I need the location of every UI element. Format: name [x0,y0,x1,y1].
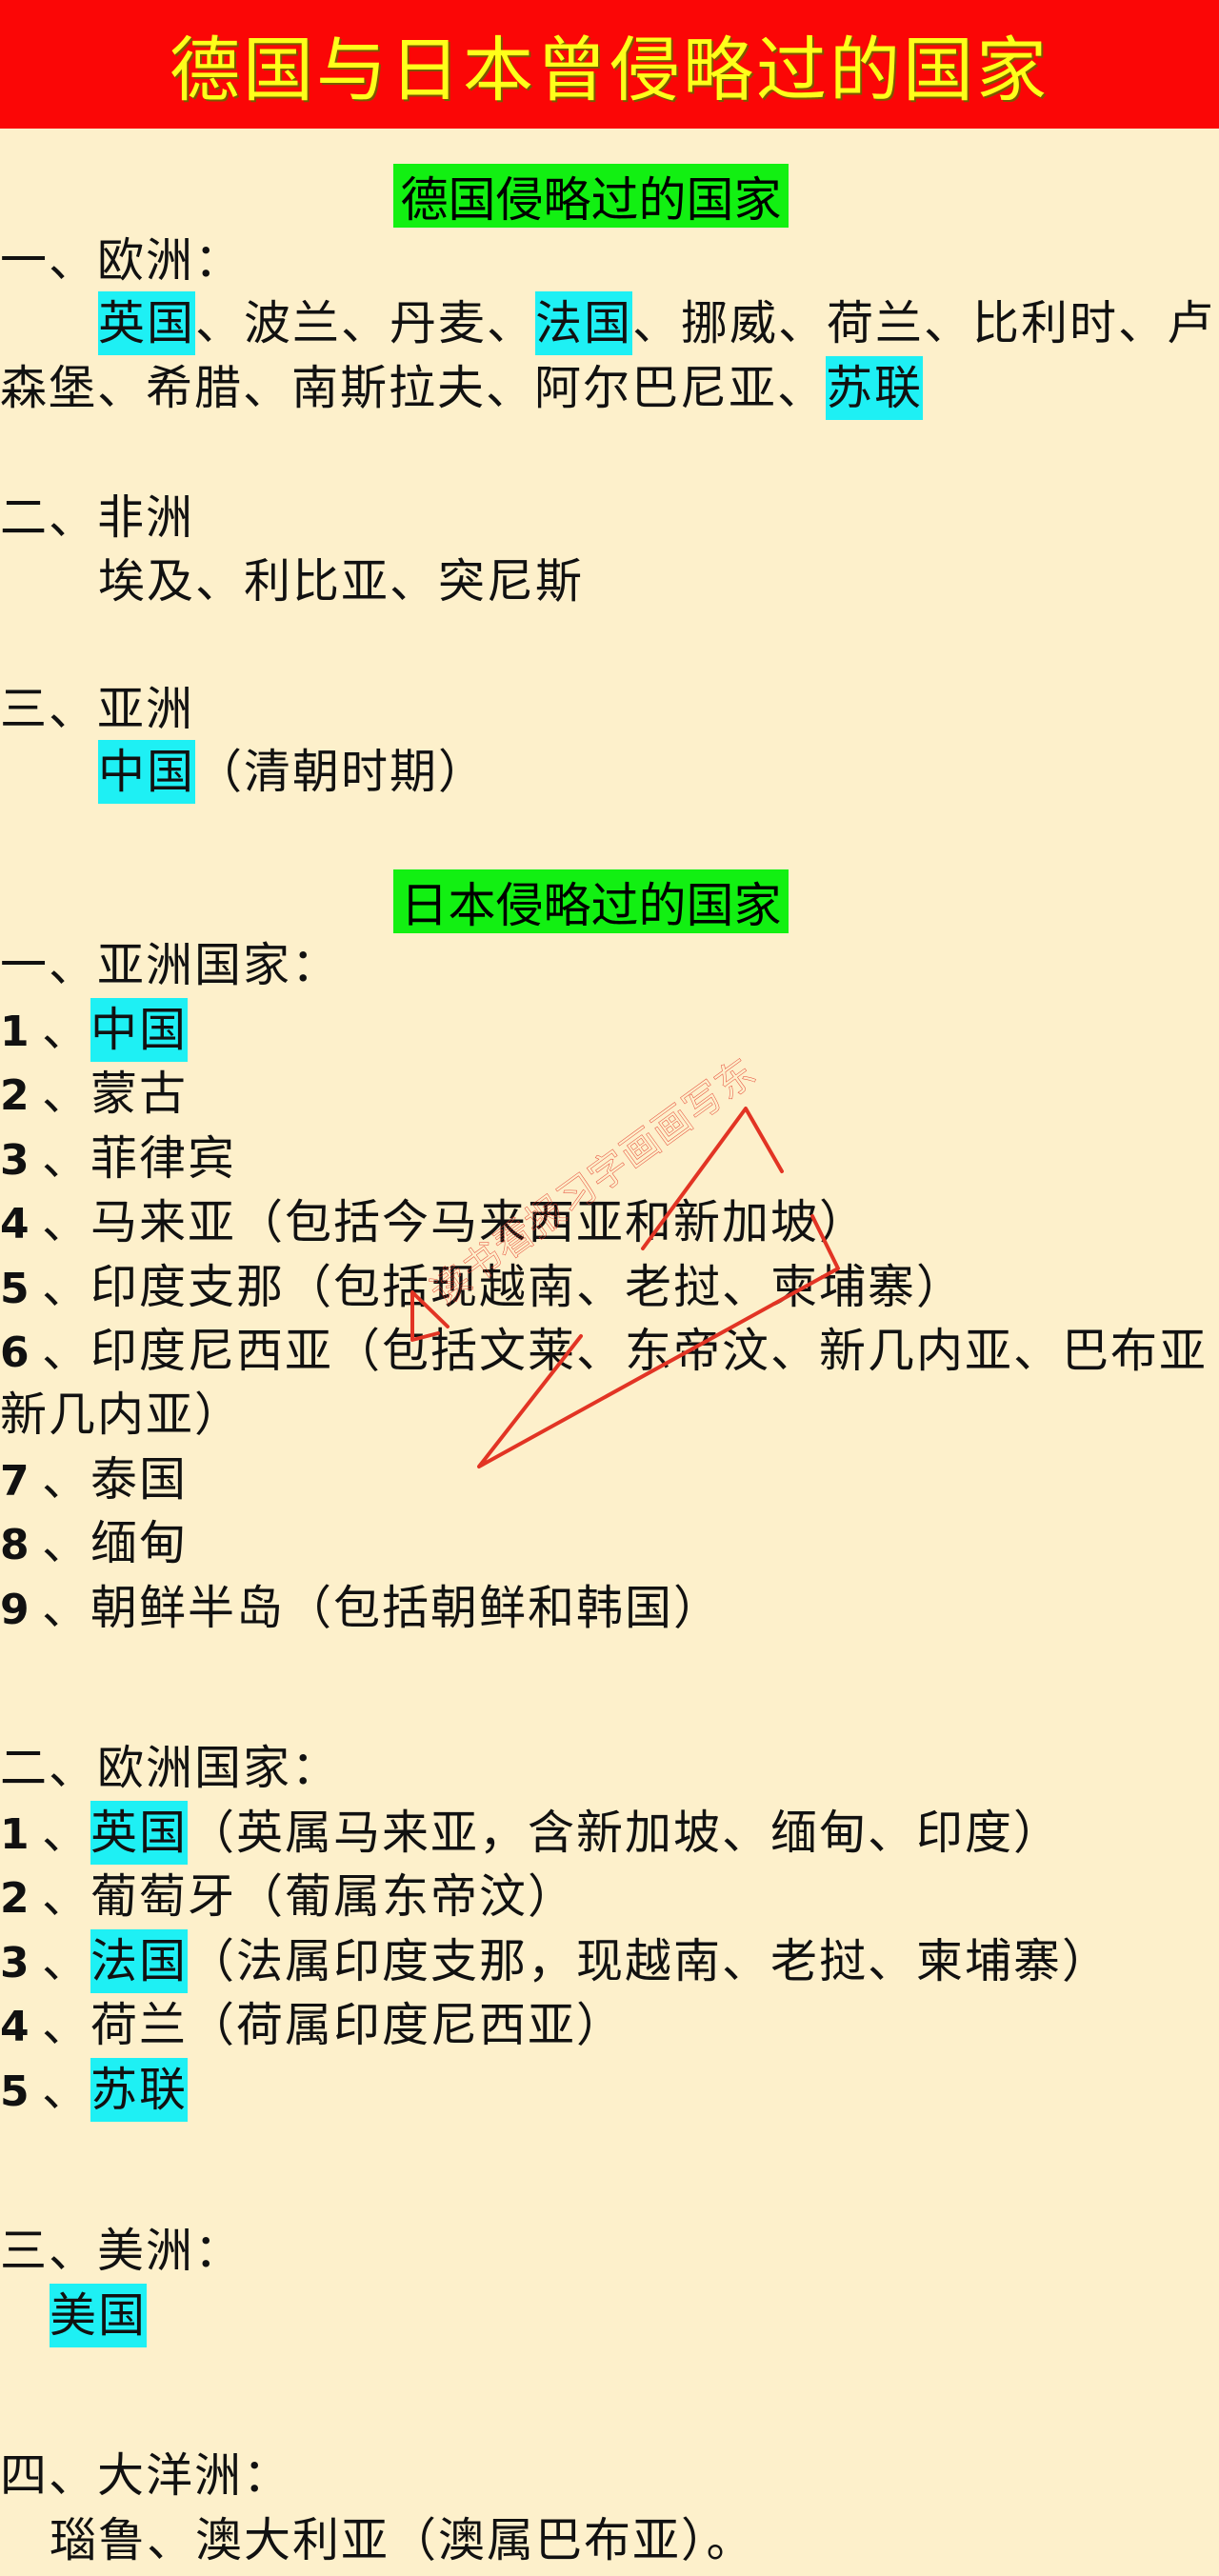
highlighted-country: 法国 [90,1929,189,1993]
japan-asia-item: 3、菲律宾 [0,1127,236,1190]
separator: 、 [42,1003,91,1057]
germany-asia-label: 三、亚洲 [0,682,195,736]
japan-asia-item: 4、马来亚（包括今马来西亚和新加坡） [0,1190,868,1254]
separator: 、 [42,1516,91,1570]
country-list-text: 森堡、希腊、南斯拉夫、阿尔巴尼亚、 [0,361,827,415]
highlighted-country: 中国 [90,998,189,1062]
item-number: 5 [0,2067,30,2116]
separator: 、 [42,1581,91,1635]
item-number: 1 [0,1008,30,1056]
japan-oceania-countries: 瑙鲁、澳大利亚（澳属巴布亚）。 [50,2513,755,2567]
japan-asia-item: 9、朝鲜半岛（包括朝鲜和韩国） [0,1576,722,1640]
separator: 、 [42,1067,91,1121]
item-number: 4 [0,2003,30,2051]
item-number: 5 [0,1265,30,1313]
country-name: 朝鲜半岛 [90,1581,286,1635]
japan-asia-item-continuation: 新几内亚） [0,1388,244,1442]
country-name: 缅甸 [90,1516,189,1570]
country-note: （清朝时期） [195,745,488,799]
separator: 、 [42,1934,91,1988]
japan-europe-item: 1、英国（英属马来亚，含新加坡、缅甸、印度） [0,1801,1062,1865]
separator: 、 [42,1195,91,1249]
japan-section-heading: 日本侵略过的国家 [393,869,789,933]
japan-asia-label: 一、亚洲国家： [0,938,341,992]
country-list-text: 、波兰、丹麦、 [195,296,536,350]
item-number: 3 [0,1136,30,1185]
country-name: 葡萄牙 [90,1869,237,1924]
separator: 、 [42,1131,91,1186]
japan-america-label: 三、美洲： [0,2224,244,2278]
item-number: 1 [0,1810,30,1859]
separator: 、 [42,1324,91,1378]
separator: 、 [42,1998,91,2052]
germany-africa-countries: 埃及、利比亚、突尼斯 [98,554,585,609]
country-note: （英属马来亚，含新加坡、缅甸、印度） [188,1806,1063,1860]
item-number: 2 [0,1874,30,1923]
country-name: 印度尼西亚 [90,1324,334,1378]
country-name: 菲律宾 [90,1131,237,1186]
item-number: 6 [0,1328,30,1377]
highlighted-country: 中国 [98,740,196,804]
japan-asia-item: 1、中国 [0,998,189,1062]
japan-oceania-label: 四、大洋洲： [0,2448,292,2503]
country-note: （包括文莱、东帝汶、新几内亚、巴布亚 [333,1324,1209,1378]
japan-europe-item: 2、葡萄牙（葡属东帝汶） [0,1865,576,1928]
highlighted-country: 英国 [98,291,196,355]
japan-asia-item: 2、蒙古 [0,1062,188,1126]
country-note: （法属印度支那，现越南、老挝、柬埔寨） [188,1934,1111,1988]
germany-europe-countries-line1: 英国、波兰、丹麦、法国、挪威、荷兰、比利时、卢 [98,291,1215,355]
item-number: 2 [0,1071,30,1120]
title-banner: 德国与日本曾侵略过的国家 [0,0,1219,129]
country-name: 马来亚 [90,1195,237,1249]
japan-europe-label: 二、欧洲国家： [0,1741,341,1795]
japan-asia-item: 6、印度尼西亚（包括文莱、东帝汶、新几内亚、巴布亚 [0,1319,1208,1383]
country-name: 荷兰 [90,1998,189,2052]
item-number: 9 [0,1586,30,1634]
separator: 、 [42,1260,91,1314]
japan-europe-item: 5、苏联 [0,2058,189,2122]
japan-asia-item: 8、缅甸 [0,1511,188,1575]
highlighted-country: 法国 [535,291,633,355]
country-list-text: 、挪威、荷兰、比利时、卢 [632,296,1216,350]
separator: 、 [42,1806,91,1860]
japan-asia-item: 7、泰国 [0,1448,188,1511]
country-name: 泰国 [90,1452,189,1507]
country-note: （葡属东帝汶） [236,1869,577,1924]
japan-europe-item: 4、荷兰（荷属印度尼西亚） [0,1993,625,2057]
separator: 、 [42,1869,91,1924]
item-number: 3 [0,1939,30,1987]
country-note: （荷属印度尼西亚） [188,1998,626,2052]
japan-america-countries: 美国 [50,2284,148,2347]
highlighted-country: 苏联 [826,356,924,420]
germany-europe-label: 一、欧洲： [0,233,244,288]
highlighted-country: 英国 [90,1801,189,1865]
item-number: 4 [0,1200,30,1248]
germany-asia-countries: 中国（清朝时期） [98,740,487,804]
country-note: （包括朝鲜和韩国） [285,1581,723,1635]
germany-section-heading: 德国侵略过的国家 [393,164,789,228]
highlighted-country: 苏联 [90,2058,189,2122]
separator: 、 [42,2063,91,2117]
separator: 、 [42,1452,91,1507]
country-name: 印度支那 [90,1260,286,1314]
item-number: 8 [0,1521,30,1569]
highlighted-country: 美国 [50,2284,148,2347]
germany-africa-label: 二、非洲 [0,490,195,545]
germany-europe-countries-line2: 森堡、希腊、南斯拉夫、阿尔巴尼亚、苏联 [0,356,924,420]
country-name: 蒙古 [90,1067,189,1121]
page-title: 德国与日本曾侵略过的国家 [170,30,1049,111]
item-number: 7 [0,1457,30,1506]
country-note: （包括现越南、老挝、柬埔寨） [285,1260,966,1314]
japan-europe-item: 3、法国（法属印度支那，现越南、老挝、柬埔寨） [0,1929,1110,1993]
